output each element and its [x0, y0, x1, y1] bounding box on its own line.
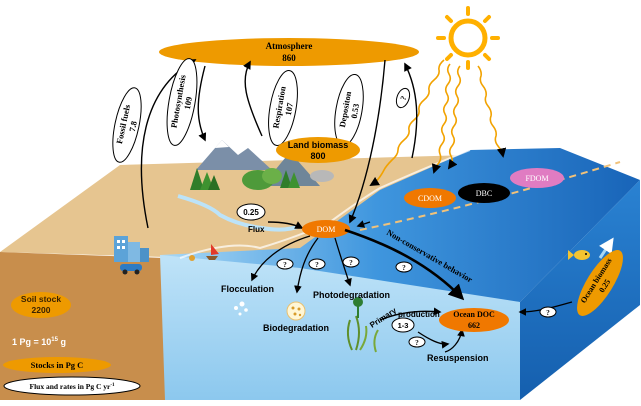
flux-legend-label: Flux and rates in Pg C yr-1 [29, 382, 115, 391]
flux-arrow [267, 221, 304, 229]
svg-text:?: ? [546, 309, 550, 317]
svg-text:?: ? [402, 264, 406, 272]
bacteria-icon [286, 301, 306, 321]
deposition-arrow [348, 59, 386, 224]
svg-text:?: ? [399, 95, 409, 102]
flux-legend-swatch [3, 376, 141, 396]
fossil-fuels-flux: Fossil fuels 7.8 [112, 87, 142, 163]
svg-text:?: ? [315, 261, 319, 269]
sea-side-face [520, 180, 640, 400]
fossil-fuels-value: 7.8 [127, 120, 139, 132]
atmosphere-pool [159, 38, 419, 66]
svg-text:?: ? [349, 259, 353, 267]
primary-production-badge [391, 317, 415, 333]
deposition-flux: Depositon 0.53 [334, 73, 364, 147]
land-biomass-pool [276, 137, 360, 163]
flux-value: 0.25 [243, 208, 259, 217]
ocean-doc-pool [439, 308, 509, 332]
respiration-value: 107 [283, 101, 295, 116]
flux-label: Flux [248, 225, 265, 234]
mountain-icon [196, 140, 272, 170]
flocculation-particles [234, 301, 248, 316]
pg-conversion: 1 Pg = 1015 g [12, 337, 66, 347]
ocean-doc-value: 662 [468, 321, 480, 330]
dbc-label: DBC [476, 189, 492, 198]
outgassing-arrow [404, 62, 418, 159]
city-icon [114, 236, 149, 262]
upwelling-arrow [598, 237, 614, 259]
seaweed-icon [346, 315, 379, 353]
respiration-flux: Respiration 107 [268, 70, 298, 146]
dom-process-arrows [250, 220, 573, 353]
soil-stock-pool [11, 292, 71, 318]
land-biomass-value: 800 [310, 151, 325, 161]
dashed-mixing-line [359, 161, 621, 231]
cdom-label: CDOM [418, 194, 442, 203]
sea-front-face [160, 255, 520, 400]
unknown-atm-flux: ? [395, 87, 411, 109]
flocculation-label: Flocculation [221, 284, 274, 294]
production-label: production [398, 310, 440, 319]
sunlight-rays [369, 59, 507, 186]
river [177, 194, 301, 232]
photosynthesis-flux: Photosynthesis 109 [166, 58, 198, 146]
plankton-icon [353, 297, 363, 318]
buoy-icon [189, 255, 195, 261]
biodegradation-label: Biodegradation [263, 323, 329, 333]
fdom-pool [510, 168, 564, 188]
rock-icon [310, 170, 334, 182]
land-biomass-label: Land biomass [288, 140, 349, 150]
forest-icon [242, 168, 300, 190]
photodegradation-label: Photodegradation [313, 290, 390, 300]
forest-icon [190, 168, 220, 190]
cdom-pool [404, 188, 456, 208]
dbc-pool [458, 183, 510, 203]
svg-text:?: ? [415, 339, 419, 347]
respiration-arrow [243, 60, 263, 137]
fdom-label: FDOM [525, 174, 548, 183]
flux-value-badge [236, 203, 266, 221]
primary-production-value: 1-3 [398, 321, 409, 330]
dom-label: DOM [317, 225, 336, 234]
photosynthesis-value: 109 [182, 96, 194, 110]
svg-text:?: ? [283, 261, 287, 269]
dom-pool [302, 220, 350, 238]
scenery [114, 140, 614, 353]
stocks-legend-label: Stocks in Pg C [31, 360, 84, 370]
boat-icon [206, 244, 219, 260]
soil-stock-value: 2200 [32, 305, 51, 315]
unknown-badges: ? ? ? ? ? ? [276, 256, 557, 348]
photosynthesis-arrow [197, 65, 207, 142]
fish-icon [568, 250, 590, 260]
atmosphere-label: Atmosphere [266, 41, 313, 51]
flux-arrows [140, 59, 418, 229]
car-icon [120, 264, 142, 275]
resuspension-label: Resuspension [427, 353, 489, 363]
stocks-legend-swatch [3, 357, 111, 373]
soil-stock-label: Soil stock [21, 294, 61, 304]
deposition-value: 0.53 [349, 103, 361, 119]
ocean-doc-label: Ocean DOC [453, 310, 495, 319]
atmosphere-value: 860 [282, 53, 296, 63]
sun-icon [436, 6, 500, 70]
